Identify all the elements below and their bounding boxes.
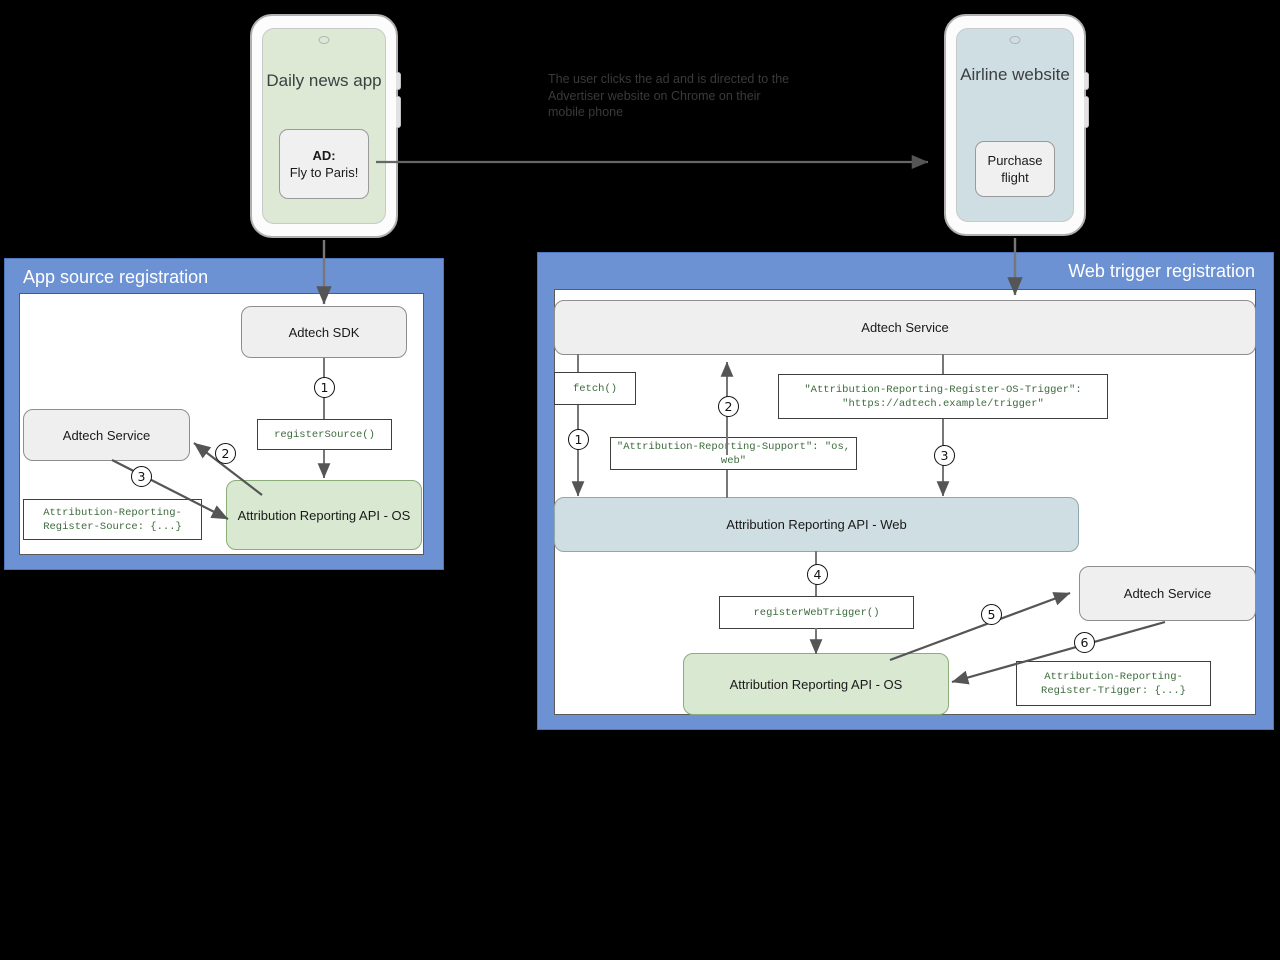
node-ara-os-left-label: Attribution Reporting API - OS [237,507,411,523]
codebox-register-source-header: Attribution-Reporting-Register-Source: {… [23,499,202,540]
step-badge-web-6: 6 [1074,632,1095,653]
step-badge-web-5: 5 [981,604,1002,625]
node-adtech-sdk-label: Adtech SDK [288,324,360,340]
codebox-register-web-trigger-text: registerWebTrigger() [753,606,880,619]
node-ara-web[interactable]: Attribution Reporting API - Web [554,497,1079,552]
phone-right-title: Airline website [960,65,1070,84]
flow-annotation: The user clicks the ad and is directed t… [548,72,790,119]
step-badge-web-2: 2 [718,396,739,417]
ad-card-text: Fly to Paris! [289,165,359,180]
codebox-register-os-trigger-text: "Attribution-Reporting-Register-OS-Trigg… [804,383,1082,410]
panel-web-trigger-title: Web trigger registration [1068,261,1255,281]
node-adtech-sdk[interactable]: Adtech SDK [241,306,407,358]
phone-left-title: Daily news app [266,71,382,90]
phone-left-camera-icon [318,36,330,44]
phone-left-button-lower [396,96,401,128]
phone-right-camera-icon [1009,36,1021,44]
node-adtech-service-top-right[interactable]: Adtech Service [554,300,1256,355]
panel-app-source-title: App source registration [23,267,209,287]
ad-card[interactable]: AD: Fly to Paris! [279,129,369,199]
codebox-register-web-trigger: registerWebTrigger() [719,596,914,629]
phone-left: Daily news app AD: Fly to Paris! [250,14,401,238]
ad-card-label: AD: [312,148,336,163]
phone-right-button-upper [1084,72,1089,90]
codebox-fetch: fetch() [554,372,636,405]
step-badge-web-4: 4 [807,564,828,585]
node-ara-os-left[interactable]: Attribution Reporting API - OS [226,480,422,550]
step-badge-app-1: 1 [314,377,335,398]
purchase-card-line2: flight [1001,170,1029,185]
node-ara-web-label: Attribution Reporting API - Web [726,517,907,532]
phone-left-button-upper [396,72,401,90]
phone-right-screen: Airline website Purchase flight [956,28,1074,222]
step-badge-web-1: 1 [568,429,589,450]
phone-right: Airline website Purchase flight [944,14,1089,236]
codebox-register-source: registerSource() [257,419,392,450]
phone-right-button-lower [1084,96,1089,128]
codebox-support-header: "Attribution-Reporting-Support": "os, we… [610,437,857,470]
node-adtech-service-bottom-right[interactable]: Adtech Service [1079,566,1256,621]
node-adtech-service-top-right-label: Adtech Service [861,320,949,335]
codebox-register-source-text: registerSource() [274,428,375,441]
codebox-register-os-trigger: "Attribution-Reporting-Register-OS-Trigg… [778,374,1108,419]
node-ara-os-right-label: Attribution Reporting API - OS [729,676,903,692]
step-badge-web-3: 3 [934,445,955,466]
phone-left-screen: Daily news app AD: Fly to Paris! [262,28,386,224]
step-badge-app-3: 3 [131,466,152,487]
codebox-register-trigger-header: Attribution-Reporting- Register-Trigger:… [1016,661,1211,706]
codebox-support-header-text: "Attribution-Reporting-Support": "os, we… [616,440,851,467]
node-ara-os-right[interactable]: Attribution Reporting API - OS [683,653,949,715]
codebox-register-source-header-text: Attribution-Reporting-Register-Source: {… [43,506,182,533]
codebox-fetch-text: fetch() [572,382,618,395]
node-adtech-service-bottom-right-label: Adtech Service [1123,586,1212,601]
node-adtech-service-left-label: Adtech Service [62,427,151,443]
purchase-card-line1: Purchase [987,153,1043,168]
step-badge-app-2: 2 [215,443,236,464]
purchase-flight-card[interactable]: Purchase flight [975,141,1055,197]
node-adtech-service-left[interactable]: Adtech Service [23,409,190,461]
codebox-register-trigger-header-text: Attribution-Reporting- Register-Trigger:… [1041,670,1186,697]
